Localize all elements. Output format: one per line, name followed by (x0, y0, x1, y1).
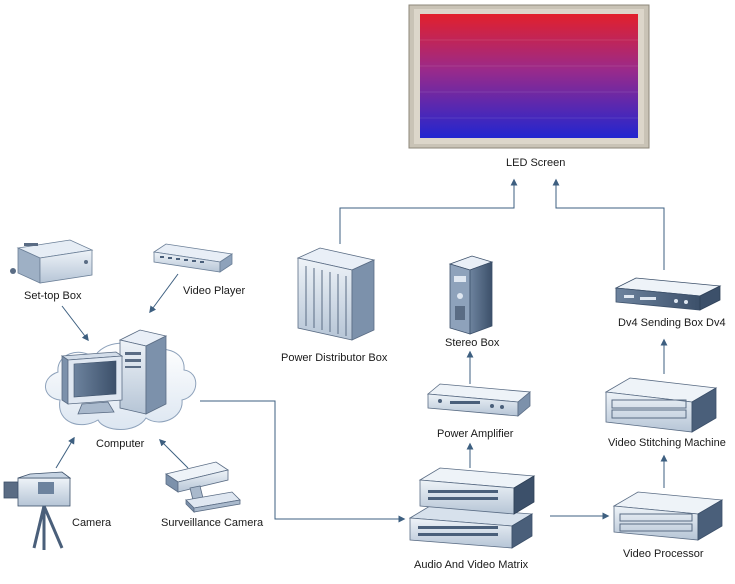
edge-distributor-screen (339, 178, 518, 244)
power-distributor-box-label: Power Distributor Box (281, 352, 388, 364)
audio-video-matrix-icon (408, 467, 536, 549)
edge-video-player-computer (149, 273, 179, 314)
video-player-label: Video Player (183, 285, 246, 297)
power-amplifier-icon (426, 383, 532, 417)
power-distributor-box-icon (296, 247, 376, 341)
camera-icon (3, 471, 72, 550)
edge-camera-computer (55, 436, 75, 469)
dv4-sending-box-icon (614, 277, 722, 311)
computer-label: Computer (96, 438, 145, 450)
set-top-box-label: Set-top Box (24, 290, 82, 302)
stereo-box-label: Stereo Box (445, 337, 500, 349)
camera-label: Camera (72, 517, 112, 529)
stereo-box-icon (448, 255, 494, 335)
video-stitching-machine-icon (604, 377, 718, 433)
led-screen-label: LED Screen (506, 157, 566, 169)
video-player-icon (152, 243, 234, 273)
set-top-box-icon (10, 239, 94, 284)
surveillance-camera-label: Surveillance Camera (161, 517, 264, 529)
audio-video-matrix-label: Audio And Video Matrix (414, 559, 529, 571)
dv4-sending-box-label: Dv4 Sending Box Dv4 (618, 317, 726, 329)
connectors (55, 178, 668, 523)
edge-surveillance-computer (159, 439, 189, 469)
surveillance-camera-icon (165, 461, 241, 513)
video-processor-icon (612, 491, 724, 541)
edge-dv4-screen (552, 178, 665, 270)
power-amplifier-label: Power Amplifier (437, 428, 514, 440)
computer-icon (45, 329, 197, 430)
led-screen-icon (408, 4, 650, 149)
video-processor-label: Video Processor (623, 548, 704, 560)
edge-set-top-box-computer (61, 305, 89, 342)
edge-computer-matrix (200, 400, 406, 523)
video-stitching-machine-label: Video Stitching Machine (608, 437, 726, 449)
